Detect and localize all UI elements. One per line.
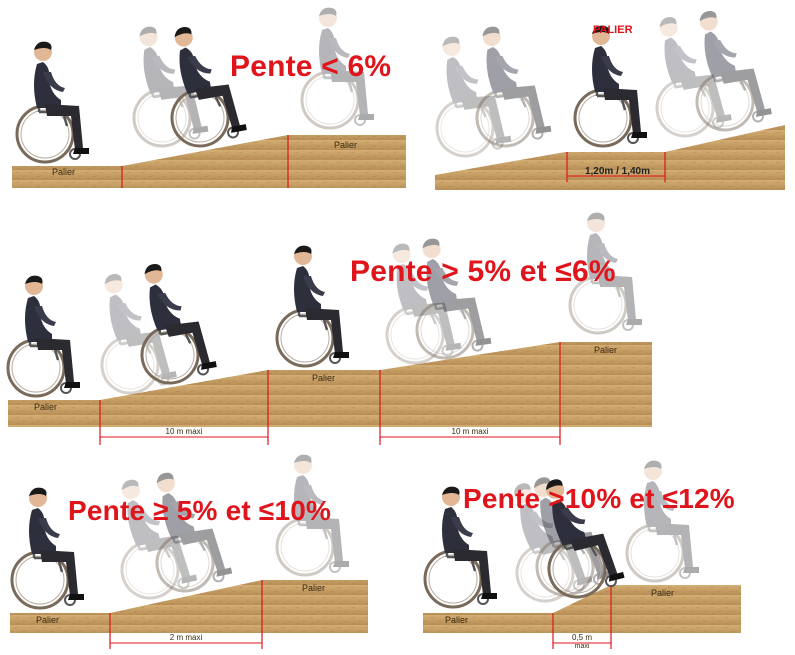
panel4-illustration: [10, 453, 368, 649]
panel3-title: Pente > 5% et ≤6%: [350, 255, 616, 288]
ground-ramp: [10, 580, 368, 633]
ground-steep-ramp: [423, 585, 741, 633]
panel-slope-5-10: Pente ≥ 5% et ≤10% Palier Palier 2 m max…: [0, 453, 410, 655]
ramp-length-dimension: 10 m maxi: [451, 427, 489, 436]
palier-label: Palier: [594, 345, 618, 355]
wheelchair-user-icon: [6, 274, 82, 398]
panel-slope-under-6: Pente < 6% Palier Palier: [0, 0, 420, 195]
ramp-length-dimension-sub: maxi: [574, 643, 590, 650]
panel2-illustration: [422, 1, 785, 190]
panel2-title: PALIER: [593, 24, 633, 36]
wheelchair-user-icon: [573, 24, 649, 148]
panel3-illustration: [6, 211, 652, 445]
palier-label: Palier: [312, 373, 336, 383]
wheelchair-user-icon: [275, 244, 351, 368]
palier-label: Palier: [34, 402, 58, 412]
ramp-length-dimension: 10 m maxi: [165, 427, 203, 436]
wheelchair-user-icon: [124, 254, 220, 389]
palier-label: Palier: [52, 167, 76, 177]
panel-landing: PALIER 1,20m / 1,40m: [422, 0, 795, 195]
panel5-title: Pente >10% et ≤12%: [463, 483, 735, 514]
ground-landing: [435, 125, 785, 190]
ground-ramp: [12, 135, 406, 188]
panel4-title: Pente ≥ 5% et ≤10%: [68, 495, 332, 526]
ramp-length-dimension: 0,5 m: [571, 633, 592, 642]
panel-slope-5-6: Pente > 5% et ≤6% Palier Palier Palier 1…: [0, 205, 795, 450]
palier-label: Palier: [302, 583, 326, 593]
wheelchair-user-icon: [15, 40, 91, 164]
landing-dimension: 1,20m / 1,40m: [584, 166, 651, 177]
panel1-title: Pente < 6%: [230, 50, 392, 83]
palier-label: Palier: [334, 140, 358, 150]
panel5-illustration: [423, 459, 741, 649]
palier-label: Palier: [445, 615, 469, 625]
palier-label: Palier: [651, 588, 675, 598]
panel-slope-10-12: Pente >10% et ≤12% Palier Palier 0,5 m m…: [415, 455, 795, 655]
palier-label: Palier: [36, 615, 60, 625]
ramp-length-dimension: 2 m maxi: [169, 633, 203, 642]
ground-double-ramp: [8, 342, 652, 427]
panel1-illustration: [12, 6, 406, 188]
